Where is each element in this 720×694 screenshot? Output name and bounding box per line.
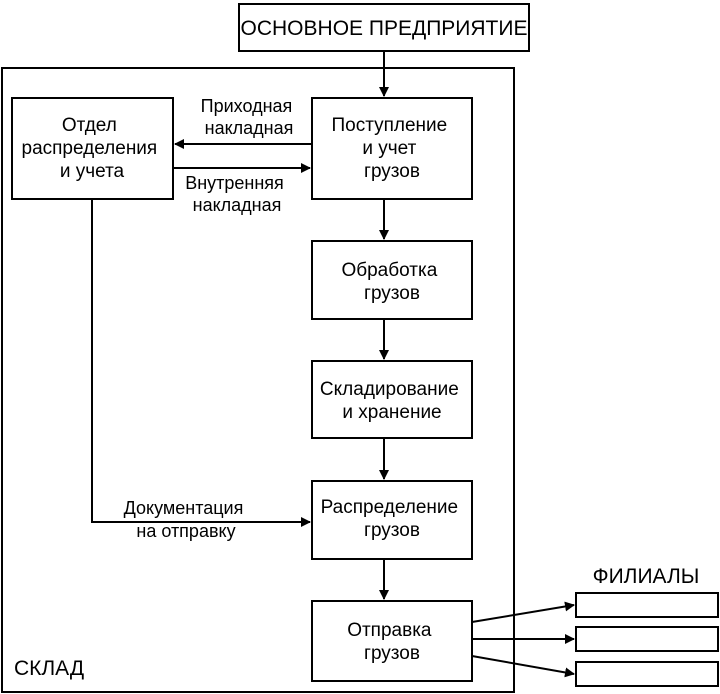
dept-label-line-3: и учета — [60, 161, 125, 182]
branch-box-3 — [575, 661, 719, 687]
shipping-docs-line-1: Документация — [124, 498, 244, 518]
distribution-box — [311, 480, 473, 560]
processing-box — [311, 240, 473, 320]
main-enterprise-box — [238, 3, 530, 52]
shipping-box — [311, 600, 473, 682]
distribution-label-line-1: Распределение — [321, 497, 458, 518]
internal-invoice-line-1: Внутренняя — [185, 173, 284, 193]
receipt-label-line-1: Поступление — [331, 115, 447, 136]
receipt-box — [311, 97, 473, 200]
internal-invoice-label: Внутренняя накладная — [185, 173, 289, 215]
incoming-invoice-label: Приходная накладная — [201, 96, 298, 138]
dept-box — [11, 97, 174, 200]
receipt-label: Поступление и учет грузов — [331, 115, 452, 182]
branch-box-1 — [575, 592, 719, 618]
arrow-shipping-to-branch-1 — [471, 601, 575, 623]
storage-label: Складирование и хранение — [320, 379, 464, 423]
incoming-invoice-line-1: Приходная — [201, 96, 293, 116]
arrow-dept-to-distribution — [91, 199, 311, 527]
shipping-docs-label: Документация на отправку — [124, 498, 249, 541]
receipt-label-line-2: и учет — [362, 138, 416, 159]
internal-invoice-line-2: накладная — [193, 195, 282, 215]
dept-label-line-1: Отдел — [62, 115, 117, 136]
dept-label: Отдел распределения и учета — [22, 115, 163, 182]
processing-label-line-1: Обработка — [341, 260, 437, 281]
shipping-docs-line-2: на отправку — [136, 521, 235, 541]
incoming-invoice-line-2: накладная — [205, 118, 294, 138]
storage-label-line-2: и хранение — [342, 402, 441, 423]
shipping-label: Отправка грузов — [347, 620, 437, 664]
shipping-label-line-1: Отправка — [347, 620, 432, 641]
branches-label: ФИЛИАЛЫ — [593, 565, 700, 588]
distribution-label-line-2: грузов — [364, 520, 420, 541]
processing-label: Обработка грузов — [341, 260, 442, 304]
dept-label-line-2: распределения — [22, 138, 158, 159]
branch-box-2 — [575, 626, 719, 652]
warehouse-label: СКЛАД — [14, 657, 84, 680]
storage-label-line-1: Складирование — [320, 379, 459, 400]
warehouse-frame — [1, 67, 515, 693]
arrow-shipping-to-branch-3 — [471, 655, 575, 678]
processing-label-line-2: грузов — [364, 283, 420, 304]
receipt-label-line-3: грузов — [364, 161, 420, 182]
distribution-label: Распределение грузов — [321, 497, 464, 541]
shipping-label-line-2: грузов — [364, 643, 420, 664]
main-enterprise-label: ОСНОВНОЕ ПРЕДПРИЯТИЕ — [241, 17, 528, 40]
storage-box — [311, 360, 473, 439]
